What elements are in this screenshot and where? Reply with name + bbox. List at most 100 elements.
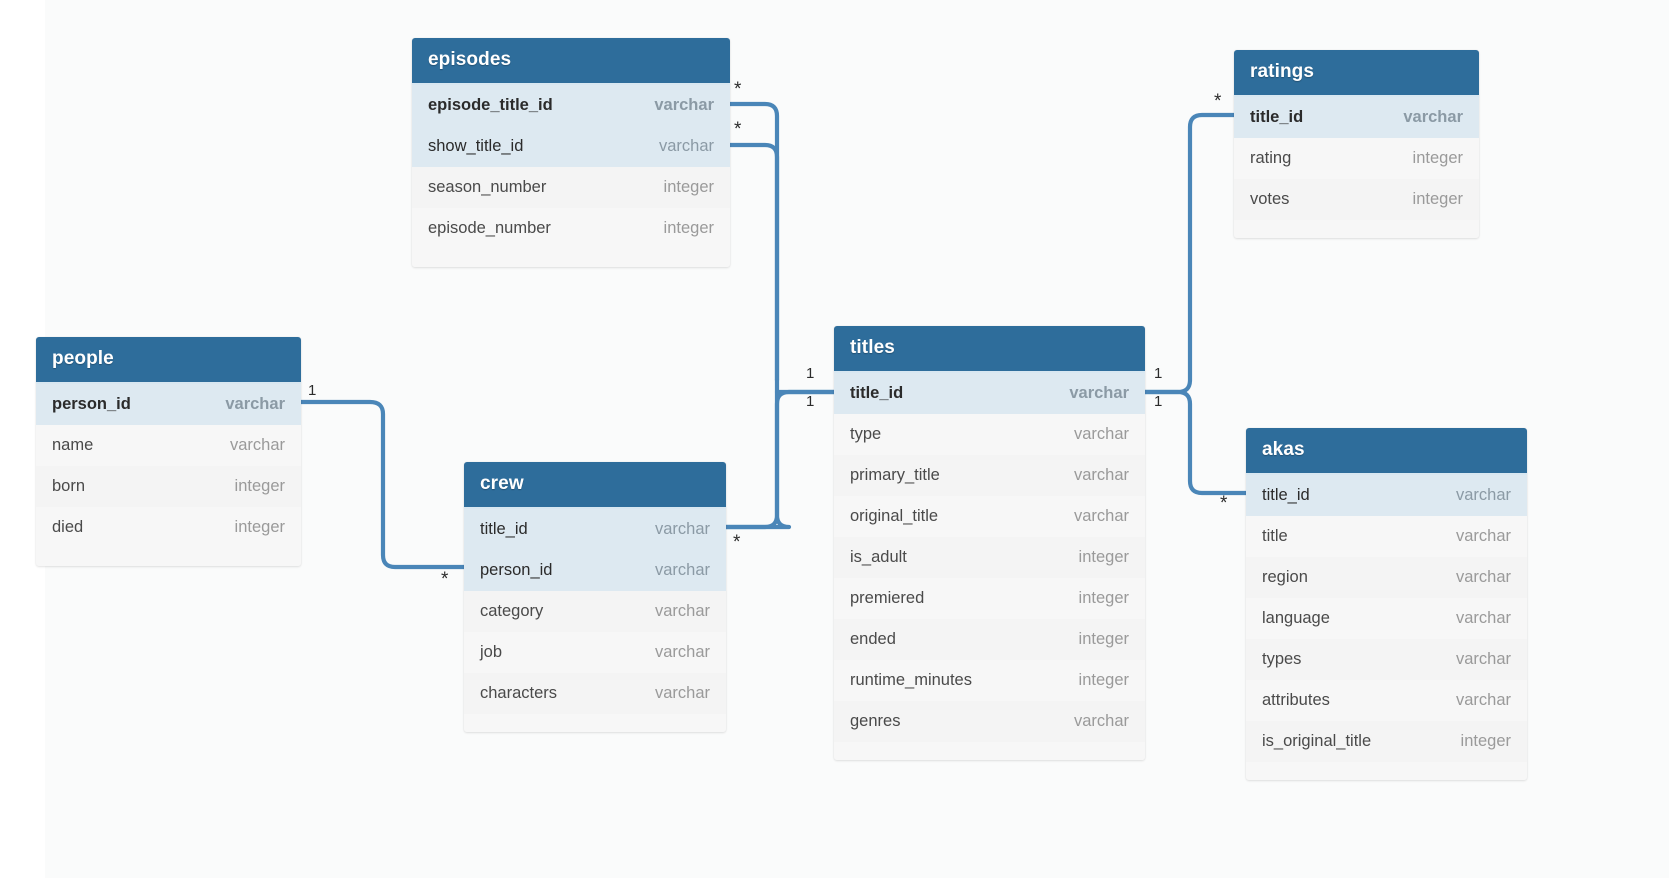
- table-card-footer: [36, 548, 301, 566]
- column-name: genres: [850, 712, 901, 730]
- column-type: varchar: [1455, 650, 1511, 668]
- column-name: born: [52, 477, 86, 495]
- table-title-akas: akas: [1246, 428, 1527, 475]
- column-type: varchar: [654, 602, 710, 620]
- table-card-footer: [834, 742, 1145, 760]
- column-type: varchar: [654, 96, 714, 114]
- column-type: varchar: [1455, 691, 1511, 709]
- column-name: type: [850, 425, 882, 443]
- column-name: person_id: [480, 561, 553, 579]
- column-name: title_id: [1262, 486, 1310, 504]
- column-type: varchar: [1455, 609, 1511, 627]
- column-row-akas-types[interactable]: types varchar: [1246, 639, 1527, 680]
- column-name: title_id: [1250, 108, 1304, 126]
- cardinality-episodes-show-title-id-many: *: [734, 119, 742, 140]
- column-name: died: [52, 518, 84, 536]
- column-name: episode_title_id: [428, 96, 553, 114]
- column-name: votes: [1250, 190, 1290, 208]
- table-card-footer: [1246, 762, 1527, 780]
- column-type: integer: [1078, 630, 1129, 648]
- cardinality-ratings-title-id-many: *: [1214, 91, 1222, 112]
- table-title-ratings: ratings: [1234, 50, 1479, 97]
- column-type: varchar: [658, 137, 714, 155]
- column-row-akas-region[interactable]: region varchar: [1246, 557, 1527, 598]
- column-row-titles-runtime_minutes[interactable]: runtime_minutes integer: [834, 660, 1145, 701]
- column-type: varchar: [1073, 712, 1129, 730]
- column-name: runtime_minutes: [850, 671, 972, 689]
- column-type: varchar: [1073, 466, 1129, 484]
- column-row-crew-person_id[interactable]: person_id varchar: [464, 550, 726, 591]
- column-name: is_original_title: [1262, 732, 1372, 750]
- column-type: varchar: [654, 561, 710, 579]
- link-crew-title-id: [723, 389, 837, 530]
- column-row-ratings-title_id[interactable]: title_id varchar: [1234, 97, 1479, 138]
- column-row-crew-job[interactable]: job varchar: [464, 632, 726, 673]
- column-name: person_id: [52, 395, 131, 413]
- cardinality-crew-title-id-many: *: [733, 532, 741, 553]
- column-type: integer: [663, 178, 714, 196]
- column-type: varchar: [1455, 568, 1511, 586]
- table-title-crew: crew: [464, 462, 726, 509]
- table-title-episodes: episodes: [412, 38, 730, 85]
- column-row-episodes-episode_title_id[interactable]: episode_title_id varchar: [412, 85, 730, 126]
- column-type: varchar: [225, 395, 285, 413]
- column-name: job: [480, 643, 503, 661]
- column-type: integer: [1460, 732, 1511, 750]
- column-type: varchar: [1073, 507, 1129, 525]
- column-name: premiered: [850, 589, 925, 607]
- cardinality-titles-right-lower-one: 1: [1154, 393, 1163, 410]
- column-row-titles-genres[interactable]: genres varchar: [834, 701, 1145, 742]
- column-type: integer: [1078, 589, 1129, 607]
- column-type: varchar: [1403, 108, 1463, 126]
- table-card-footer: [1234, 220, 1479, 238]
- column-type: varchar: [654, 684, 710, 702]
- column-type: integer: [1078, 671, 1129, 689]
- link-titles-ratings: [1142, 112, 1237, 395]
- column-name: types: [1262, 650, 1302, 668]
- column-type: varchar: [1455, 527, 1511, 545]
- column-row-episodes-show_title_id[interactable]: show_title_id varchar: [412, 126, 730, 167]
- column-name: is_adult: [850, 548, 907, 566]
- table-title-titles: titles: [834, 326, 1145, 373]
- cardinality-akas-title-id-many: *: [1220, 493, 1228, 514]
- column-name: show_title_id: [428, 137, 524, 155]
- column-name: region: [1262, 568, 1308, 586]
- link-trunk-episodes-crew: [723, 377, 792, 530]
- column-row-titles-premiered[interactable]: premiered integer: [834, 578, 1145, 619]
- column-row-ratings-votes[interactable]: votes integer: [1234, 179, 1479, 220]
- cardinality-titles-left-lower-one: 1: [806, 393, 815, 410]
- link-episodes-show-title-id: [727, 142, 780, 383]
- column-row-akas-is_original_title[interactable]: is_original_title integer: [1246, 721, 1527, 762]
- column-type: integer: [663, 219, 714, 237]
- column-row-people-person_id[interactable]: person_id varchar: [36, 384, 301, 425]
- link-episodes-episode-title-id: [727, 101, 780, 383]
- column-type: integer: [1412, 190, 1463, 208]
- column-type: varchar: [654, 643, 710, 661]
- cardinality-titles-right-upper-one: 1: [1154, 365, 1163, 382]
